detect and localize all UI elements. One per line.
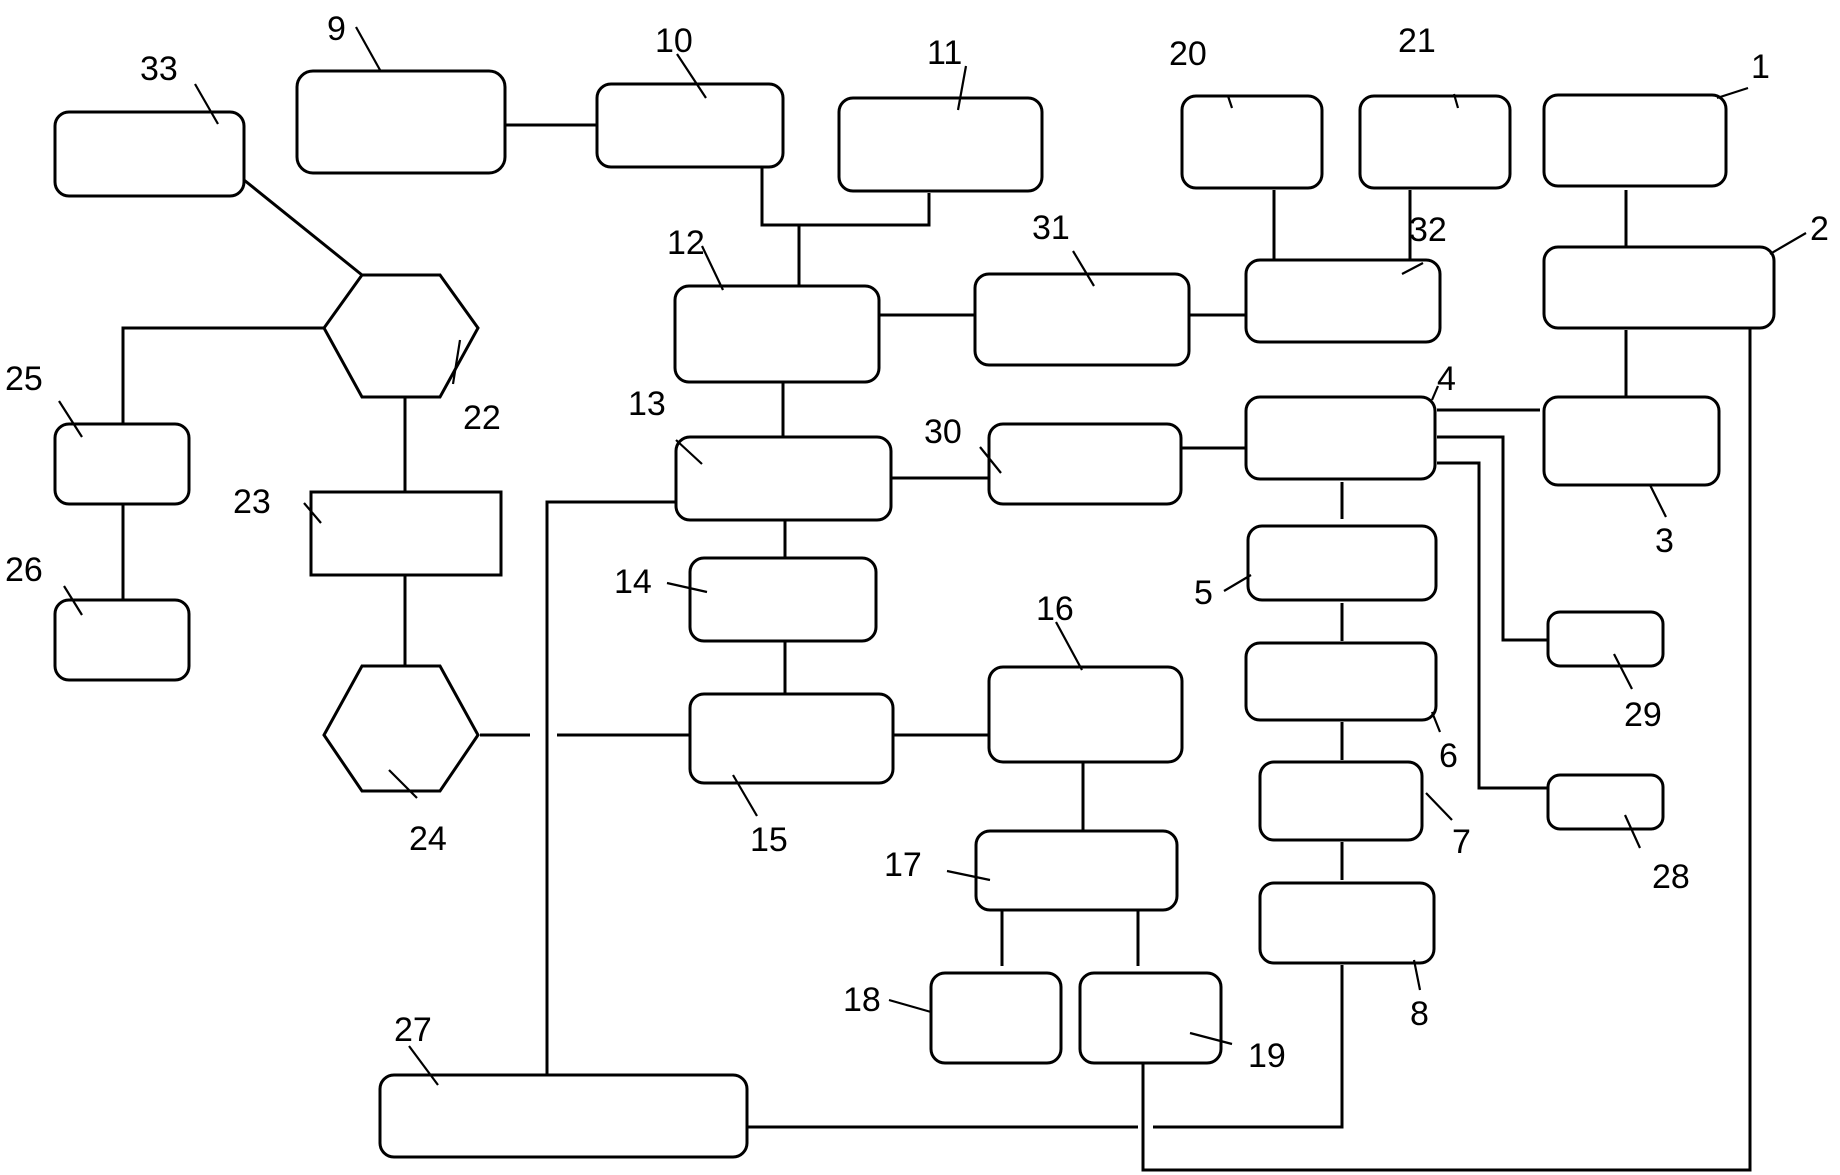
label-16: 16: [1036, 590, 1074, 628]
label-22: 22: [463, 399, 501, 437]
block-23: [309, 490, 503, 577]
block-31: [973, 272, 1191, 367]
block-12: [673, 284, 881, 384]
label-33: 33: [140, 50, 178, 88]
label-7: 7: [1452, 823, 1471, 861]
block-3: [1542, 395, 1721, 487]
label-20: 20: [1169, 35, 1207, 73]
label-14: 14: [614, 563, 652, 601]
block-19: [1078, 971, 1223, 1065]
label-2: 2: [1810, 210, 1829, 248]
block-1: [1542, 93, 1728, 188]
block-10: [595, 82, 785, 169]
block-14: [688, 556, 878, 643]
label-21: 21: [1398, 22, 1436, 60]
block-30: [987, 422, 1183, 506]
label-24: 24: [409, 820, 447, 858]
block-21: [1358, 94, 1512, 190]
label-11: 11: [927, 34, 962, 72]
block-26: [53, 598, 191, 682]
label-12: 12: [667, 224, 705, 262]
block-13: [674, 435, 893, 522]
label-8: 8: [1410, 995, 1429, 1033]
label-25: 25: [5, 360, 43, 398]
label-27: 27: [394, 1011, 432, 1049]
label-28: 28: [1652, 858, 1690, 896]
blocks: [53, 69, 1776, 1159]
label-30: 30: [924, 413, 962, 451]
hexagon-block-24: [322, 664, 480, 793]
block-11: [837, 96, 1044, 193]
block-33: [53, 110, 246, 198]
label-13: 13: [628, 385, 666, 423]
hexagon-block-22: [322, 273, 480, 399]
connection-lines: [121, 123, 1752, 1172]
label-9: 9: [327, 10, 346, 48]
block-27: [378, 1073, 749, 1159]
reference-numerals: 1 2 3 4 5 6 7 8 9 10 11 12 13 14 15 16 1…: [5, 10, 1829, 1075]
label-17: 17: [884, 846, 922, 884]
block-2: [1542, 245, 1776, 330]
block-29: [1546, 610, 1665, 668]
block-16: [987, 665, 1184, 764]
label-18: 18: [843, 981, 881, 1019]
leader-lines: [58, 26, 1807, 1086]
block-17: [974, 829, 1179, 912]
label-6: 6: [1439, 737, 1458, 775]
label-5: 5: [1194, 574, 1213, 612]
block-5: [1246, 524, 1438, 602]
label-10: 10: [655, 22, 693, 60]
label-31: 31: [1032, 209, 1070, 247]
block-18: [929, 971, 1063, 1065]
label-29: 29: [1624, 696, 1662, 734]
label-23: 23: [233, 483, 271, 521]
block-6: [1244, 641, 1438, 722]
block-20: [1180, 94, 1324, 190]
block-25: [53, 422, 191, 506]
label-1: 1: [1751, 48, 1770, 86]
block-7: [1258, 760, 1424, 842]
label-26: 26: [5, 551, 43, 589]
block-8: [1258, 881, 1436, 965]
label-4: 4: [1437, 360, 1456, 398]
label-19: 19: [1248, 1037, 1286, 1075]
block-15: [688, 692, 895, 785]
block-32: [1244, 258, 1442, 344]
block-28: [1546, 773, 1665, 831]
label-3: 3: [1655, 522, 1674, 560]
label-32: 32: [1409, 211, 1447, 249]
block-9: [295, 69, 507, 175]
block-4: [1244, 395, 1437, 481]
label-15: 15: [750, 821, 788, 859]
